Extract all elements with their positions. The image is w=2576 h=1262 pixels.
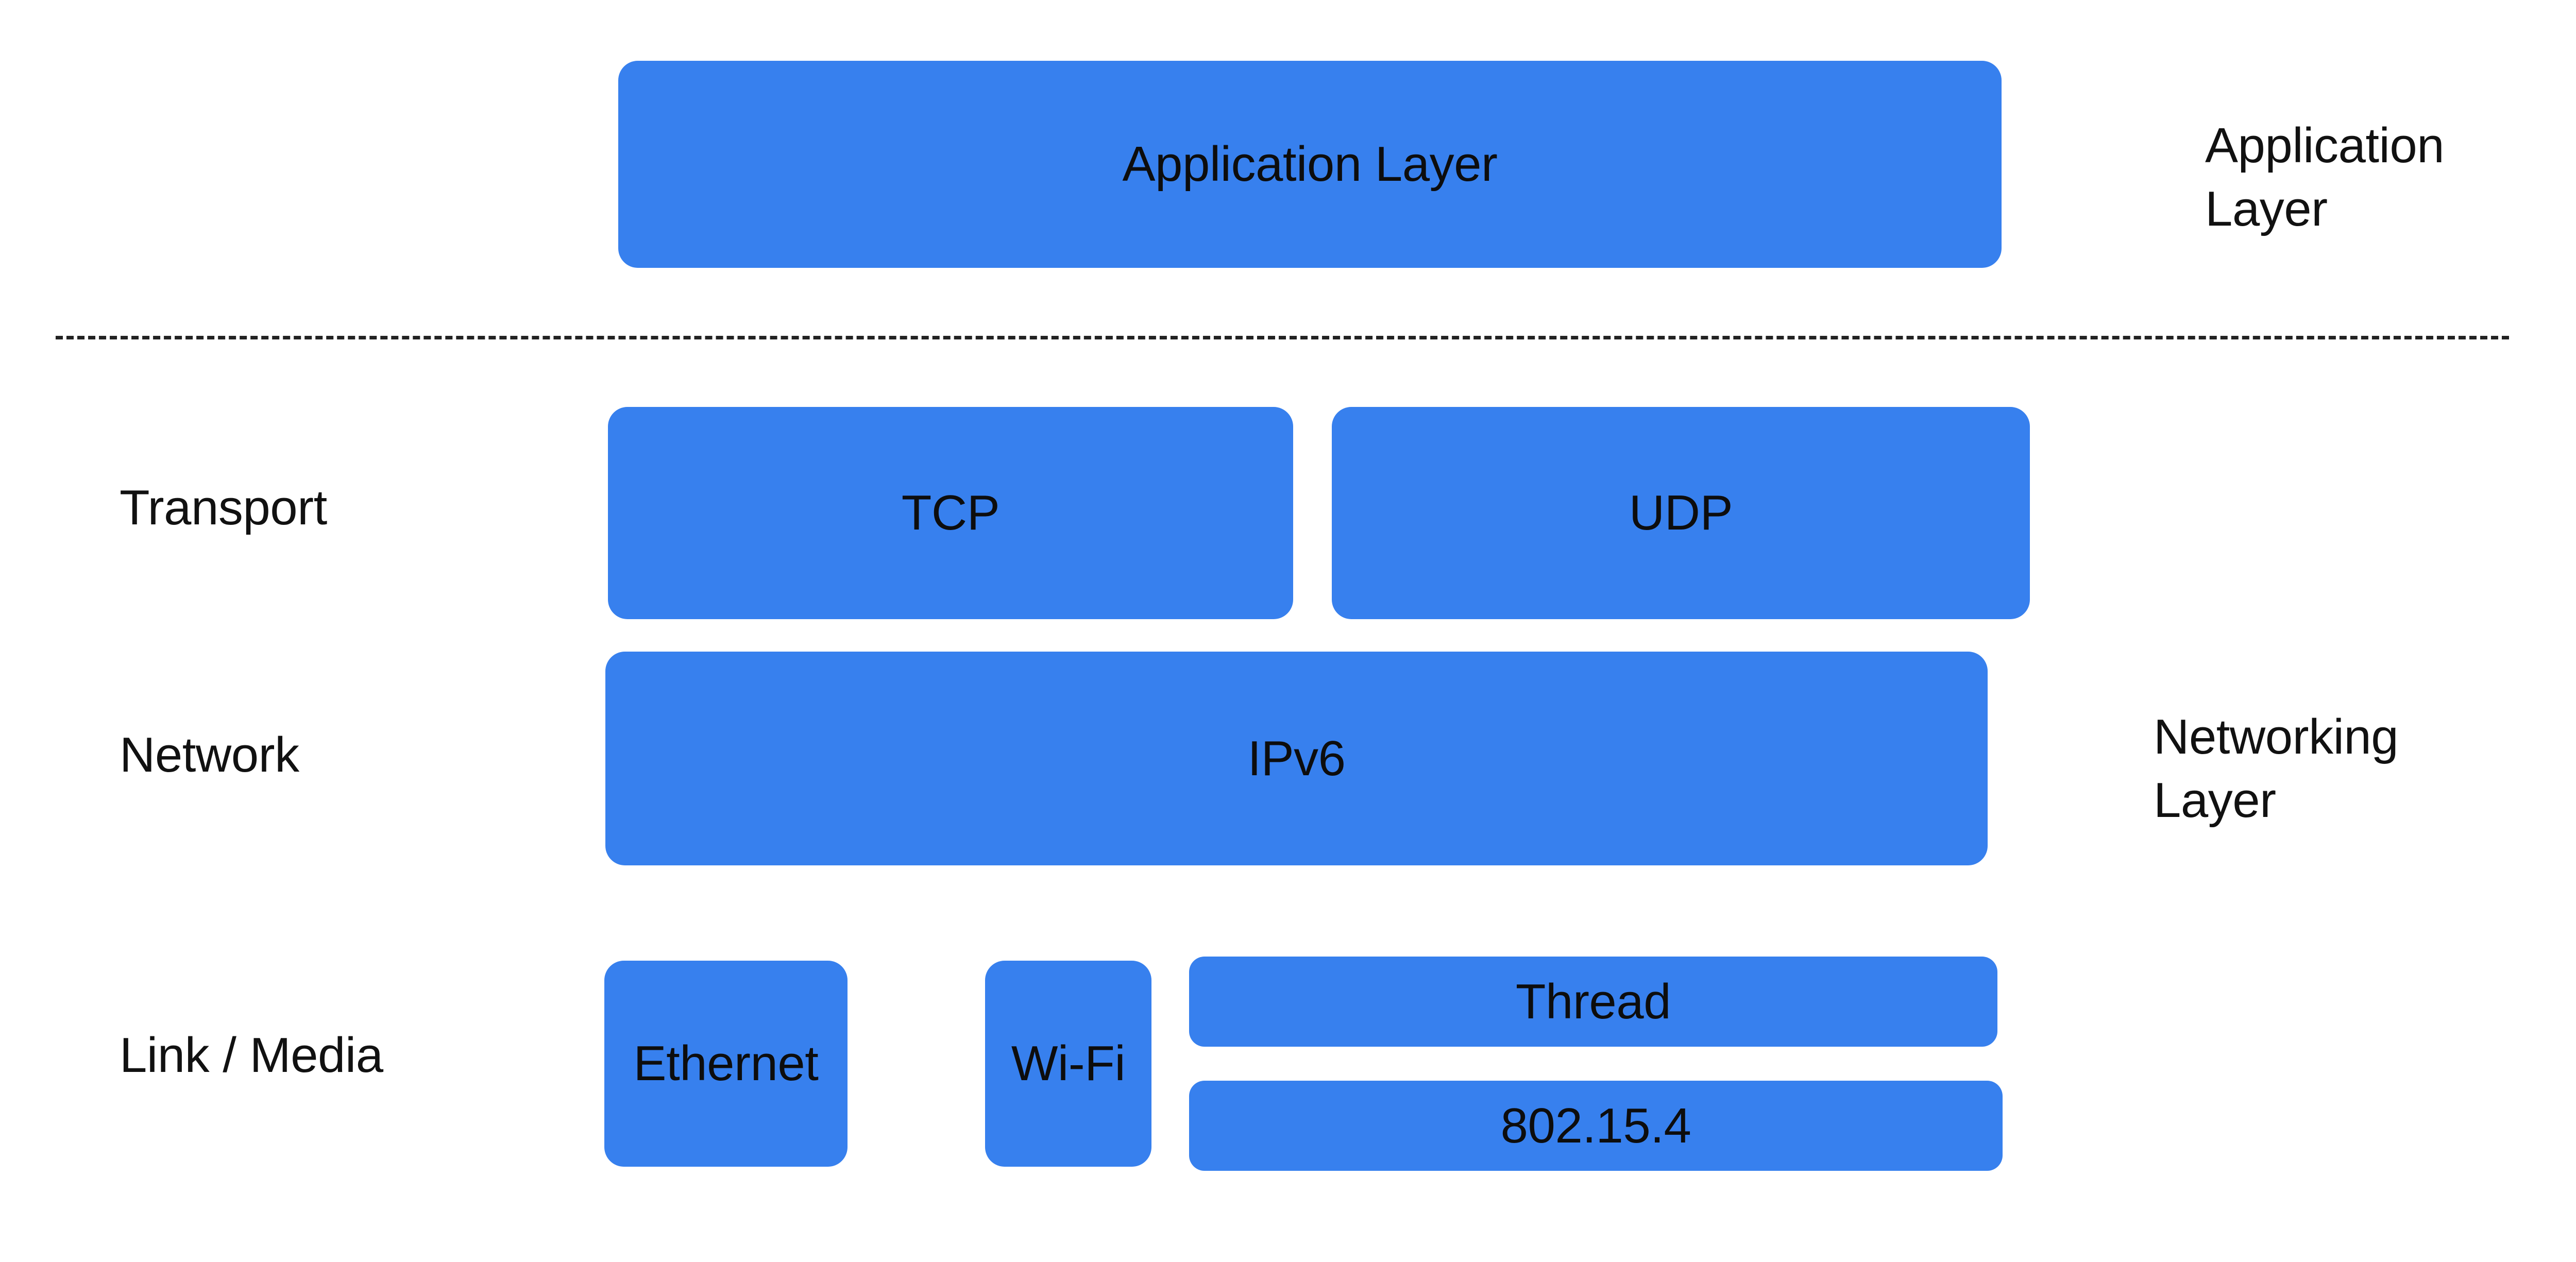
block-label-ethernet: Ethernet [633, 1036, 819, 1091]
block-wifi[interactable]: Wi-Fi [985, 961, 1151, 1167]
block-label-wifi: Wi-Fi [1011, 1036, 1126, 1091]
block-label-thread: Thread [1515, 974, 1671, 1029]
block-udp[interactable]: UDP [1332, 407, 2030, 619]
block-802-15-4[interactable]: 802.15.4 [1189, 1081, 2003, 1171]
block-application-layer[interactable]: Application Layer [618, 61, 2002, 268]
group-label-application-line2: Layer [2205, 181, 2328, 236]
group-label-networking-line1: Networking [2154, 709, 2399, 764]
block-label-udp: UDP [1629, 485, 1733, 540]
block-thread[interactable]: Thread [1189, 957, 1997, 1047]
group-label-networking-line2: Layer [2154, 772, 2276, 828]
block-ethernet[interactable]: Ethernet [604, 961, 848, 1167]
block-label-application-layer: Application Layer [1122, 137, 1498, 192]
block-label-tcp: TCP [901, 485, 1000, 540]
row-label-transport: Transport [120, 480, 327, 535]
row-label-network: Network [120, 727, 299, 782]
block-tcp[interactable]: TCP [608, 407, 1293, 619]
group-label-application-line1: Application [2205, 118, 2445, 173]
block-label-ipv6: IPv6 [1247, 730, 1346, 786]
block-label-802-15-4: 802.15.4 [1500, 1098, 1691, 1153]
group-label-networking-layer: Networking Layer [2154, 706, 2576, 832]
group-label-application-layer: Application Layer [2205, 114, 2576, 241]
block-ipv6[interactable]: IPv6 [605, 652, 1988, 865]
row-label-link-media: Link / Media [120, 1028, 383, 1083]
section-divider-dashed [56, 336, 2509, 339]
